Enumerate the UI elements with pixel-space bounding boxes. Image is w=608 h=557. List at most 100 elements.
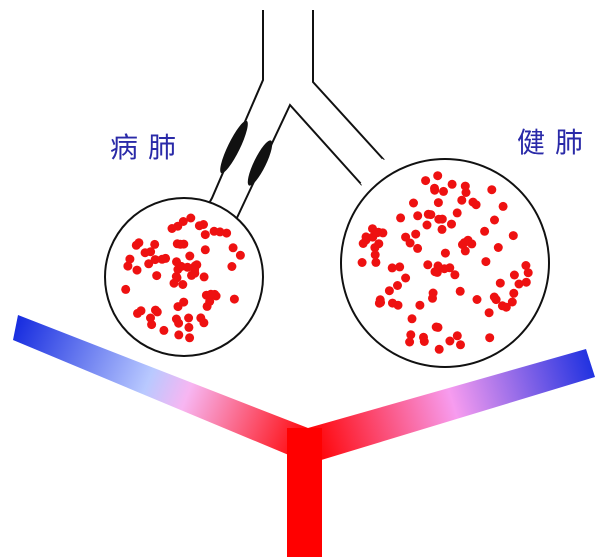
blood-dot	[445, 337, 454, 346]
blood-dot	[152, 271, 161, 280]
blood-dot	[499, 202, 508, 211]
blood-dot	[371, 250, 380, 259]
blood-dot	[388, 299, 397, 308]
blood-dot	[502, 303, 511, 312]
blood-dot	[372, 228, 381, 237]
blood-dot	[473, 295, 482, 304]
blood-dot	[190, 269, 199, 278]
blood-dot	[438, 225, 447, 234]
blood-dot	[522, 278, 531, 287]
blood-dot	[195, 221, 204, 230]
diseased-lung-label: 病肺	[110, 126, 186, 166]
blood-dot	[200, 272, 209, 281]
blood-dot	[125, 255, 134, 264]
blood-dot	[395, 262, 404, 271]
airway	[207, 10, 384, 222]
blood-dot	[201, 230, 210, 239]
blood-dot	[141, 248, 150, 257]
healthy-lung-label: 健肺	[517, 121, 593, 161]
blood-dot	[185, 252, 194, 261]
blood-dot	[396, 213, 405, 222]
blood-dot	[413, 244, 422, 253]
blood-dot	[456, 287, 465, 296]
blood-dot	[472, 200, 481, 209]
bronchus-blockages	[216, 118, 276, 188]
blood-dot	[461, 246, 470, 255]
blood-dot	[415, 301, 424, 310]
blood-dot	[174, 319, 183, 328]
blood-dot	[134, 238, 143, 247]
blood-dot	[168, 224, 177, 233]
blood-dot	[433, 171, 442, 180]
blood-dot	[441, 249, 450, 258]
blood-dot	[405, 338, 414, 347]
blood-dot	[434, 215, 443, 224]
mucus-plug-icon	[244, 138, 277, 188]
blood-dot	[185, 333, 194, 342]
blood-dot	[510, 271, 519, 280]
blood-dot	[431, 267, 440, 276]
blood-dot	[371, 258, 380, 267]
blood-dot	[453, 208, 462, 217]
vessel-trunk	[287, 428, 322, 557]
blood-dot	[121, 285, 130, 294]
blood-dot	[430, 186, 439, 195]
blood-dot	[393, 281, 402, 290]
blood-dot	[457, 196, 466, 205]
blood-dot	[151, 306, 160, 315]
blood-dot	[376, 295, 385, 304]
blood-dot	[428, 294, 437, 303]
blood-dot	[487, 185, 496, 194]
blood-dot	[461, 182, 470, 191]
blood-dot	[172, 257, 181, 266]
blood-dot	[216, 227, 225, 236]
blood-dot	[421, 176, 430, 185]
blood-dot	[434, 323, 443, 332]
blood-dot	[358, 258, 367, 267]
blood-dot	[229, 243, 238, 252]
blood-dot	[509, 289, 518, 298]
blood-dot	[179, 298, 188, 307]
blood-dot	[485, 308, 494, 317]
blood-dot	[133, 309, 142, 318]
blood-dot	[401, 274, 410, 283]
blood-dot	[419, 333, 428, 342]
blood-dot	[409, 199, 418, 208]
blood-dot	[456, 340, 465, 349]
blood-dot	[496, 279, 505, 288]
blood-dot	[206, 290, 215, 299]
blood-dot	[435, 345, 444, 354]
blood-dot	[464, 236, 473, 245]
blood-dot	[426, 210, 435, 219]
blood-dot	[480, 227, 489, 236]
blood-dot	[196, 313, 205, 322]
blood-dot	[236, 251, 245, 260]
blood-dot	[183, 263, 192, 272]
blood-dot	[521, 261, 530, 270]
blood-dot	[159, 326, 168, 335]
mucus-plug-icon	[216, 118, 252, 175]
blood-dot	[406, 239, 415, 248]
blood-dot	[448, 180, 457, 189]
blood-dot	[176, 240, 185, 249]
blood-dot	[151, 255, 160, 264]
blood-dot	[423, 260, 432, 269]
blood-dot	[184, 314, 193, 323]
blood-dot	[230, 295, 239, 304]
blood-dot	[174, 330, 183, 339]
blood-dot	[184, 323, 193, 332]
blood-dot	[411, 230, 420, 239]
blood-dot	[434, 198, 443, 207]
blood-dot	[490, 216, 499, 225]
blood-dot	[179, 217, 188, 226]
blood-dot	[146, 314, 155, 323]
blood-dot	[227, 262, 236, 271]
blood-dot	[485, 333, 494, 342]
blood-dot	[509, 231, 518, 240]
blood-dot	[408, 314, 417, 323]
blood-dot	[494, 243, 503, 252]
trachea-right-wall	[313, 10, 384, 160]
blood-dot	[423, 221, 432, 230]
